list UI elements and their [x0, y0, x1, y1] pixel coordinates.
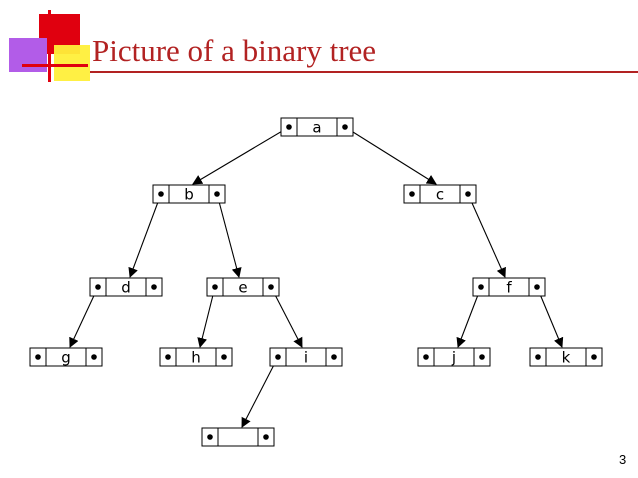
node-label: g: [61, 349, 71, 367]
edge-e-i: [270, 286, 303, 348]
node-label: j: [451, 349, 456, 367]
right-pointer-dot: [342, 124, 348, 130]
tree-node-n: [201, 427, 275, 447]
right-pointer-dot: [465, 191, 471, 197]
node-box: [280, 117, 354, 137]
tree-node-g: g: [29, 347, 103, 367]
tree-node-j: j: [417, 347, 491, 367]
tree-node-e: e: [206, 277, 280, 297]
node-label: f: [506, 279, 512, 297]
edge-a-c: [344, 126, 437, 185]
left-pointer-dot: [207, 434, 213, 440]
edge-e-h: [197, 286, 216, 348]
tree-node-d: d: [89, 277, 163, 297]
node-box: [152, 184, 226, 204]
slide-title: Picture of a binary tree: [92, 33, 377, 68]
page-number: 3: [619, 452, 627, 467]
node-box: [159, 347, 233, 367]
left-pointer-dot: [95, 284, 101, 290]
left-pointer-dot: [275, 354, 281, 360]
node-label: a: [312, 119, 321, 137]
edge-f-k: [536, 286, 564, 348]
node-label: b: [184, 186, 194, 204]
right-pointer-dot: [221, 354, 227, 360]
node-box: [201, 427, 275, 447]
right-pointer-dot: [268, 284, 274, 290]
right-pointer-dot: [263, 434, 269, 440]
title-underline: [90, 71, 638, 73]
left-pointer-dot: [535, 354, 541, 360]
left-pointer-dot: [286, 124, 292, 130]
node-label: e: [238, 279, 247, 297]
node-box: [472, 277, 546, 297]
tree-node-b: b: [152, 184, 226, 204]
edge-b-e: [216, 193, 242, 278]
left-pointer-dot: [212, 284, 218, 290]
node-box: [29, 347, 103, 367]
left-pointer-dot: [165, 354, 171, 360]
tree-node-f: f: [472, 277, 546, 297]
right-pointer-dot: [214, 191, 220, 197]
right-pointer-dot: [151, 284, 157, 290]
left-pointer-dot: [478, 284, 484, 290]
node-box: [269, 347, 343, 367]
node-box: [89, 277, 163, 297]
yellow-square: [54, 45, 90, 81]
edge-a-b: [192, 126, 290, 185]
tree-node-c: c: [403, 184, 477, 204]
node-label: d: [121, 279, 131, 297]
left-pointer-dot: [35, 354, 41, 360]
right-pointer-dot: [534, 284, 540, 290]
node-label: k: [562, 349, 571, 367]
tree-node-a: a: [280, 117, 354, 137]
node-box: [529, 347, 603, 367]
tree-node-h: h: [159, 347, 233, 367]
tree-node-i: i: [269, 347, 343, 367]
right-pointer-dot: [591, 354, 597, 360]
accent-horizontal-bar: [22, 64, 88, 67]
tree-edges: [69, 126, 564, 428]
left-pointer-dot: [158, 191, 164, 197]
right-pointer-dot: [331, 354, 337, 360]
edge-c-f: [467, 193, 506, 278]
node-label: i: [304, 349, 308, 367]
node-box: [417, 347, 491, 367]
edge-i-n: [241, 356, 279, 428]
left-pointer-dot: [423, 354, 429, 360]
tree-nodes: a b c d e f g h i j k: [29, 117, 603, 447]
node-box: [206, 277, 280, 297]
node-label: h: [191, 349, 201, 367]
left-pointer-dot: [409, 191, 415, 197]
edge-d-g: [69, 286, 99, 348]
edge-f-j: [456, 286, 482, 348]
tree-node-k: k: [529, 347, 603, 367]
accent-vertical-bar: [48, 10, 51, 82]
node-box: [403, 184, 477, 204]
edge-b-d: [128, 193, 162, 278]
right-pointer-dot: [91, 354, 97, 360]
right-pointer-dot: [479, 354, 485, 360]
node-label: c: [436, 186, 444, 204]
